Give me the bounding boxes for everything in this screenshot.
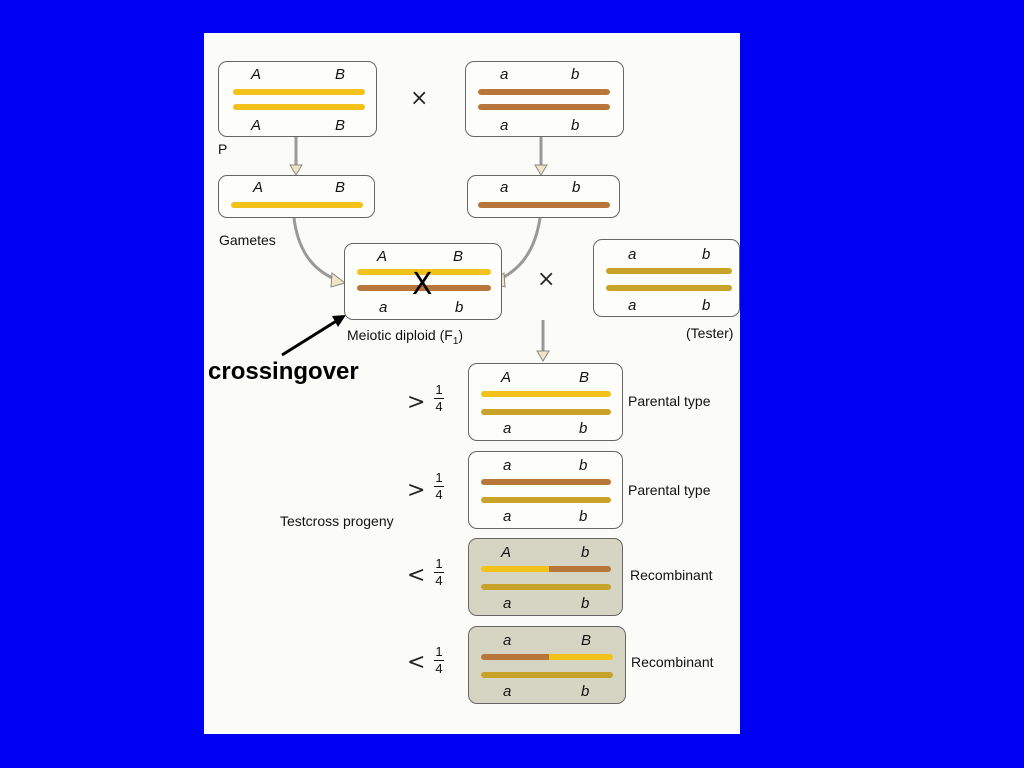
cross-symbol: × — [537, 267, 556, 292]
allele-b: b — [581, 595, 590, 612]
label-gametes: Gametes — [219, 232, 276, 248]
allele-a: a — [379, 299, 388, 316]
allele-B: B — [335, 66, 346, 83]
progeny-recombinant-Ab-box: A b a b — [468, 538, 623, 616]
allele-b: b — [579, 420, 588, 437]
allele-b: b — [581, 683, 590, 700]
chromosome-brown-segment — [481, 654, 549, 660]
greater-than-symbol: > — [407, 478, 426, 503]
allele-A: A — [251, 66, 262, 83]
allele-B: B — [453, 248, 464, 265]
gamete-lower-ab-box: a b — [467, 175, 620, 218]
allele-a: a — [503, 420, 512, 437]
chromosome-brown — [478, 89, 610, 95]
allele-a: a — [500, 117, 509, 134]
chromosome-brown — [478, 104, 610, 110]
chromosome-brown — [478, 202, 610, 208]
chromosome-yellow — [481, 391, 611, 397]
less-than-symbol: < — [407, 563, 426, 588]
chromosome-yellow — [357, 269, 491, 275]
allele-b: b — [572, 179, 581, 196]
allele-a: a — [503, 508, 512, 525]
label-tester: (Tester) — [686, 325, 734, 341]
allele-B: B — [335, 117, 346, 134]
crossingover-pointer — [281, 318, 339, 357]
chromosome-olive — [606, 285, 732, 291]
chromosome-yellow-segment — [481, 566, 549, 572]
allele-b: b — [455, 299, 464, 316]
allele-B: B — [335, 179, 346, 196]
label-p: P — [218, 141, 228, 157]
gamete-ab-box: A B — [218, 175, 375, 218]
allele-b: b — [702, 246, 711, 263]
chromosome-yellow — [233, 104, 365, 110]
textbook-figure: A B A B P × a b a b A B Gametes a b A B … — [204, 33, 740, 734]
parent-ab-lower-box: a b a b — [465, 61, 624, 137]
arrow-gamete-right-curve — [495, 217, 542, 283]
allele-b: b — [579, 457, 588, 474]
allele-a: a — [503, 632, 512, 649]
meiotic-diploid-box: A B a b — [344, 243, 502, 320]
arrowhead-p-right — [534, 164, 548, 176]
chromosome-olive — [481, 409, 611, 415]
allele-a: a — [628, 297, 637, 314]
chromosome-yellow — [231, 202, 363, 208]
allele-b: b — [579, 508, 588, 525]
crossingover-pointer-head — [332, 315, 346, 327]
chromosome-yellow — [233, 89, 365, 95]
allele-a: a — [503, 683, 512, 700]
allele-A: A — [253, 179, 264, 196]
allele-a: a — [503, 595, 512, 612]
crossover-x-mark: X — [412, 267, 433, 302]
allele-a: a — [503, 457, 512, 474]
allele-A: A — [501, 544, 512, 561]
label-recombinant: Recombinant — [630, 567, 713, 583]
progeny-recombinant-aB-box: a B a b — [468, 626, 626, 704]
label-parental-type: Parental type — [628, 482, 711, 498]
progeny-parental-ab-box: A B a b — [468, 363, 623, 441]
chromosome-olive — [481, 497, 611, 503]
allele-A: A — [501, 369, 512, 386]
label-parental-type: Parental type — [628, 393, 711, 409]
allele-b: b — [571, 66, 580, 83]
allele-a: a — [500, 179, 509, 196]
chromosome-brown-segment — [549, 566, 611, 572]
less-than-symbol: < — [407, 650, 426, 675]
greater-than-symbol: > — [407, 390, 426, 415]
arrowhead-progeny — [536, 350, 550, 362]
parent-ab-box: A B A B — [218, 61, 377, 137]
label-recombinant: Recombinant — [631, 654, 714, 670]
allele-A: A — [251, 117, 262, 134]
chromosome-olive — [606, 268, 732, 274]
allele-a: a — [628, 246, 637, 263]
arrow-gamete-left-curve — [292, 217, 340, 283]
arrowhead-p-left — [289, 164, 303, 176]
allele-B: B — [579, 369, 590, 386]
chromosome-brown — [357, 285, 491, 291]
tester-box: a b a b — [593, 239, 740, 317]
allele-a: a — [500, 66, 509, 83]
label-meiotic-diploid: Meiotic diploid (F1) — [347, 327, 464, 347]
allele-b: b — [702, 297, 711, 314]
label-testcross-progeny: Testcross progeny — [280, 513, 394, 529]
allele-b: b — [581, 544, 590, 561]
chromosome-brown — [481, 479, 611, 485]
progeny-parental-lower-ab-box: a b a b — [468, 451, 623, 529]
chromosome-yellow-segment — [549, 654, 613, 660]
allele-b: b — [571, 117, 580, 134]
allele-B: B — [581, 632, 592, 649]
allele-A: A — [377, 248, 388, 265]
arrowhead-gamete-left — [330, 272, 347, 288]
chromosome-olive — [481, 584, 611, 590]
chromosome-olive — [481, 672, 613, 678]
cross-symbol: × — [410, 86, 429, 111]
label-crossingover: crossingover — [208, 358, 359, 385]
